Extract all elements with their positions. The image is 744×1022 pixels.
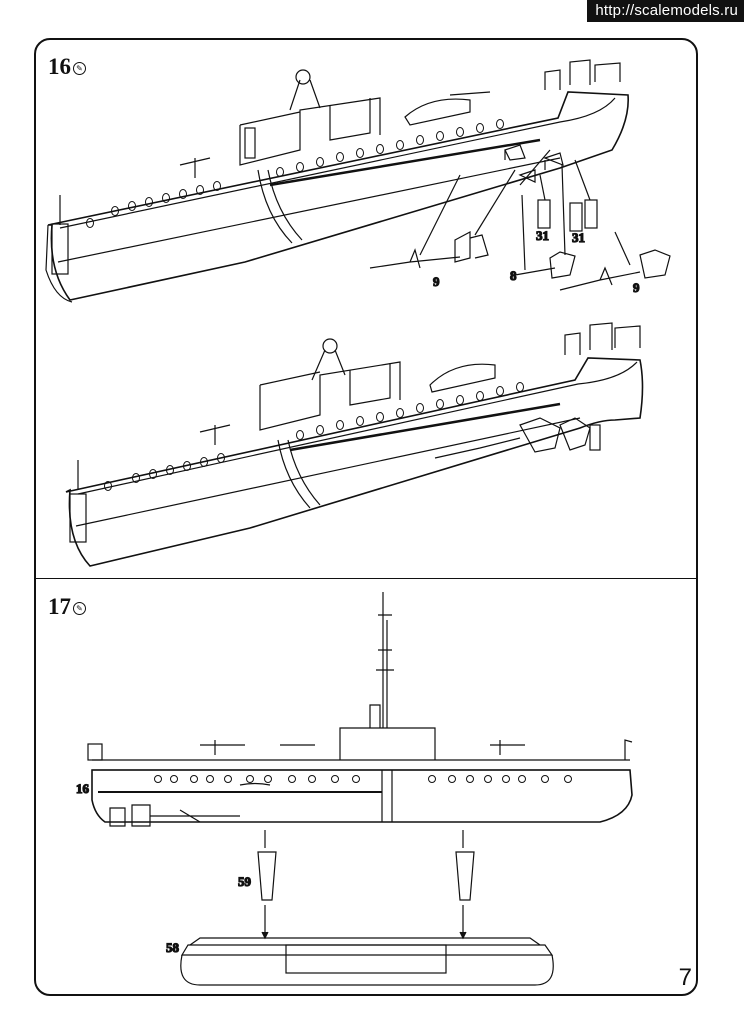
part-label-59: 59 <box>238 874 252 889</box>
step-16-number: 16 <box>48 54 71 79</box>
part-label-16: 16 <box>76 781 90 796</box>
part-label-8: 8 <box>510 268 517 283</box>
part-label-9a: 9 <box>433 274 440 289</box>
part-label-58: 58 <box>166 940 180 955</box>
hull-drawing-step16-top <box>45 59 629 303</box>
part-label-31b: 31 <box>572 230 585 245</box>
glue-icon: ✎ <box>73 602 86 615</box>
hull-drawing-step16-bottom <box>65 322 644 567</box>
assembly-arrow <box>419 174 461 256</box>
step-17-number: 17 <box>48 594 71 619</box>
glue-icon: ✎ <box>73 62 86 75</box>
step-16-heading: 16✎ <box>48 54 86 80</box>
page-number: 7 <box>678 964 692 991</box>
propeller-parts-step16 <box>369 144 671 291</box>
page-frame <box>34 38 698 996</box>
part-label-31a: 31 <box>536 228 549 243</box>
hull-drawing-step17 <box>87 592 633 827</box>
display-stand-parts <box>180 830 554 986</box>
site-watermark: http://scalemodels.ru <box>587 0 744 22</box>
step-17-heading: 17✎ <box>48 594 86 620</box>
part-label-9b: 9 <box>633 280 640 295</box>
step-divider <box>34 578 698 579</box>
